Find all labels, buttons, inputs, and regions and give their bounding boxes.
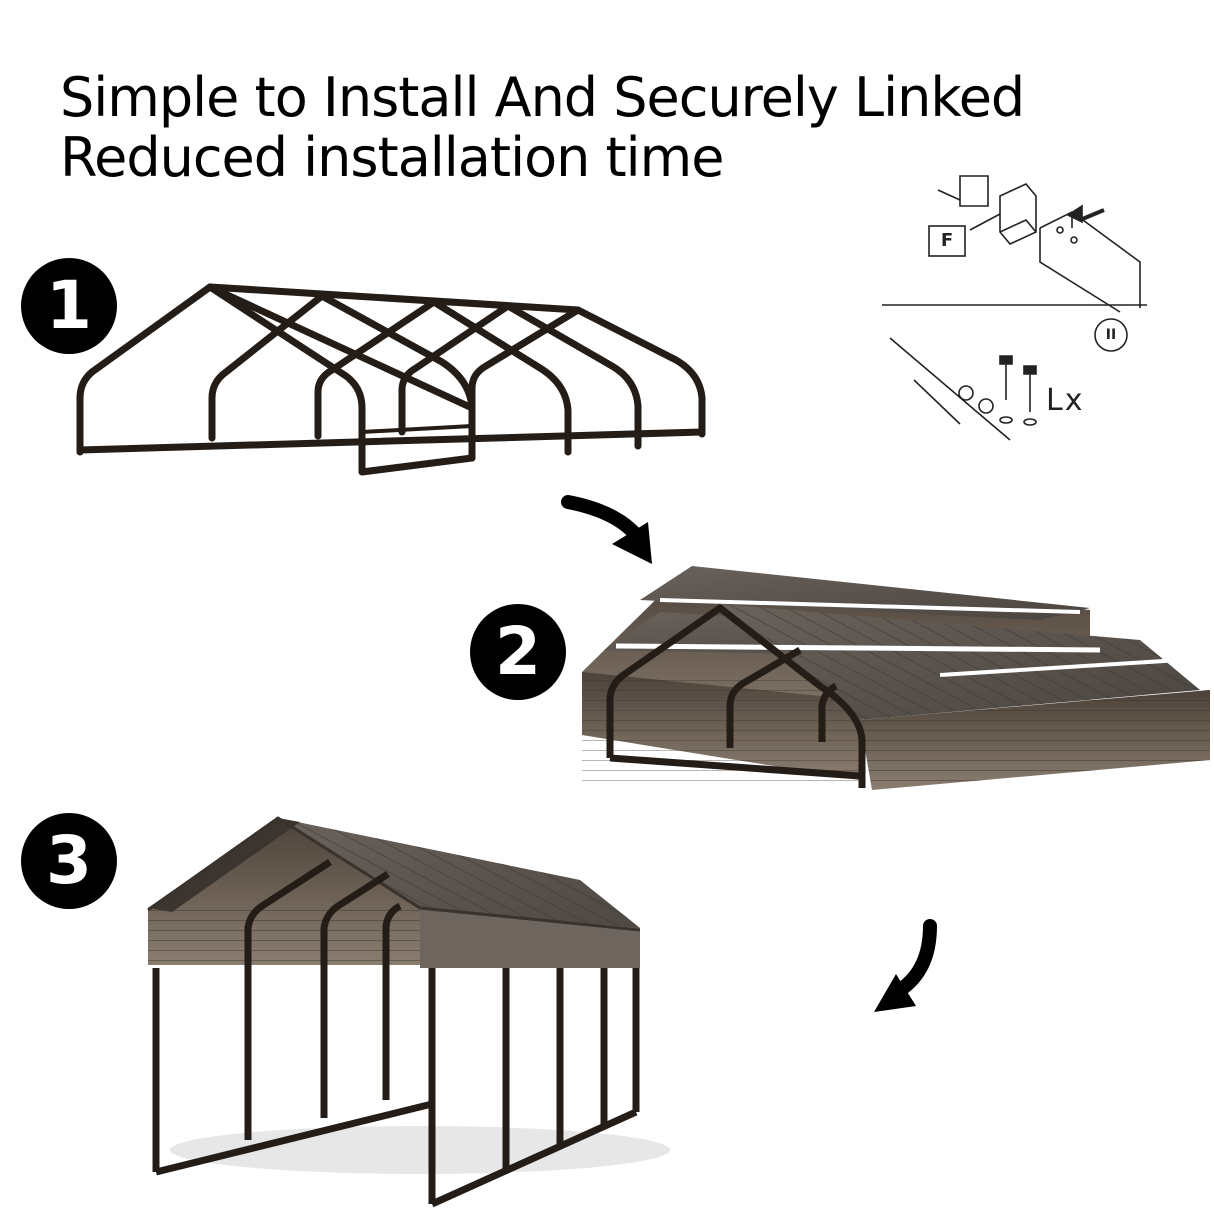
step-2-badge: 2 [470, 604, 566, 700]
hardware-detail-sketch [882, 175, 1147, 441]
headline-line-1: Simple to Install And Securely Linked [60, 66, 1025, 129]
headline-line-2: Reduced installation time [60, 126, 724, 189]
step-1-badge: 1 [21, 258, 117, 354]
step2-roofing-illustration [582, 566, 1210, 790]
step-arrow-icon [874, 919, 937, 1012]
step-arrow-icon [561, 495, 652, 564]
step-3-badge: 3 [21, 813, 117, 909]
detail-part-label: F [940, 230, 954, 251]
detail-step-label: II [1105, 327, 1117, 343]
step1-frame-illustration [76, 283, 706, 476]
step3-finished-carport-illustration [147, 816, 670, 1208]
detail-note-label: Lx [1046, 383, 1085, 418]
